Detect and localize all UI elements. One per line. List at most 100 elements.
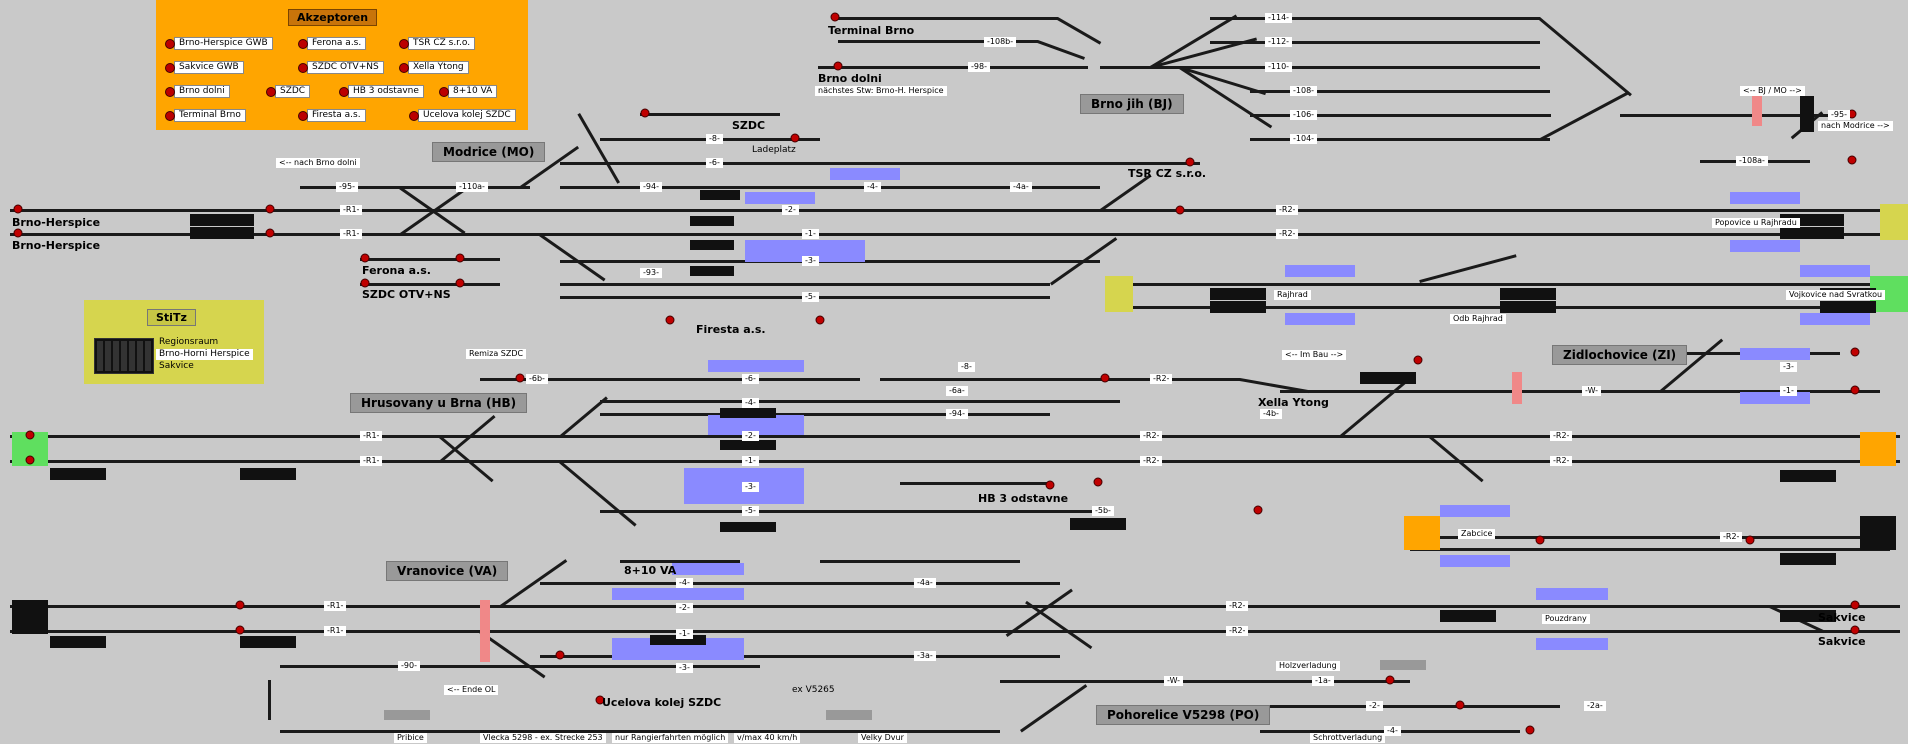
stitz-panel: StiTz Regionsraum Brno-Horni Herspice Sa… [84, 300, 264, 384]
track-label: -6- [742, 374, 759, 384]
place-label: Brno-Herspice [12, 216, 101, 229]
track-label: -R2- [1150, 374, 1173, 384]
stitz-item: Sakvice [159, 361, 194, 371]
track-label: -R1- [340, 205, 363, 215]
track-label: -5b- [1092, 506, 1114, 516]
border-markers [12, 96, 1908, 720]
track-label: -1a- [1312, 676, 1334, 686]
track-label: -R2- [1550, 431, 1573, 441]
track-label: -1- [1780, 386, 1797, 396]
track-label: -110- [1265, 62, 1293, 72]
track-label: -2- [1366, 701, 1383, 711]
track-label: -98- [968, 62, 990, 72]
track-label: -90- [398, 661, 420, 671]
track-label: -2- [676, 603, 693, 613]
track-label: -R2- [1720, 532, 1743, 542]
track-label: -112- [1265, 37, 1293, 47]
track-label: -5- [742, 506, 759, 516]
place-label: TSR CZ s.r.o. [1128, 167, 1207, 180]
akzeptor-item[interactable]: 8+10 VA [438, 85, 498, 98]
track-label: -R1- [360, 431, 383, 441]
akzeptoren-panel: Akzeptoren Brno-Herspice GWB Ferona a.s.… [156, 0, 528, 130]
track-label: -R2- [1226, 601, 1249, 611]
place-label: Schrottverladung [1310, 733, 1386, 743]
akzeptor-item[interactable]: Xella Ytong [399, 61, 469, 74]
station-title[interactable]: Brno jih (BJ) [1080, 94, 1184, 114]
track-label: -94- [946, 409, 968, 419]
akzeptor-item[interactable]: Sakvice GWB [165, 61, 244, 74]
track-label: -4- [676, 578, 693, 588]
track-group-modrice[interactable] [10, 113, 1900, 309]
place-label: HB 3 odstavne [978, 492, 1069, 505]
track-label: -R2- [1226, 626, 1249, 636]
track-label: -R2- [1276, 205, 1299, 215]
track-label: -R1- [324, 601, 347, 611]
akzeptor-item[interactable]: HB 3 odstavne [339, 85, 424, 98]
station-title[interactable]: Pohorelice V5298 (PO) [1096, 705, 1271, 725]
place-label: <-- Ende OL [444, 685, 499, 695]
track-label: -4- [864, 182, 881, 192]
track-label: -R1- [340, 229, 363, 239]
track-label: -3- [676, 663, 693, 673]
stitz-display [94, 338, 154, 374]
track-label: -8- [958, 362, 975, 372]
place-label: SZDC [732, 119, 766, 132]
track-label: -1- [742, 456, 759, 466]
place-label: ex V5265 [792, 685, 835, 695]
track-label: -3- [1780, 362, 1797, 372]
place-label: Sakvice [1818, 611, 1866, 624]
track-label: -2- [782, 205, 799, 215]
track-label: -2a- [1584, 701, 1606, 711]
akzeptor-item[interactable]: Brno-Herspice GWB [165, 37, 273, 50]
place-label: Pribice [394, 733, 427, 743]
track-label: -8- [706, 134, 723, 144]
track-label: -3a- [914, 651, 936, 661]
akzeptor-item[interactable]: Firesta a.s. [298, 109, 366, 122]
track-group-hrusovany[interactable] [10, 338, 1900, 551]
akzeptor-item[interactable]: TSR CZ s.r.o. [398, 37, 476, 50]
track-label: -R2- [1276, 229, 1299, 239]
place-label: Rajhrad [1274, 290, 1311, 300]
station-title[interactable]: Zidlochovice (ZI) [1552, 345, 1688, 365]
track-label: -3- [802, 256, 819, 266]
place-label: Brno dolni [818, 72, 882, 85]
akzeptoren-title: Akzeptoren [288, 9, 378, 26]
note-label: <-- BJ / MO --> [1740, 86, 1805, 96]
akzeptor-item[interactable]: Terminal Brno [165, 109, 246, 122]
place-label: Xella Ytong [1258, 396, 1329, 409]
track-label: -108b- [984, 37, 1017, 47]
track-label: -R2- [1140, 456, 1163, 466]
track-label: -R2- [1550, 456, 1573, 466]
track-group-terminal[interactable] [818, 14, 1850, 163]
track-label: -R1- [324, 626, 347, 636]
place-label: Zabcice [1458, 529, 1496, 539]
track-label: -95- [336, 182, 358, 192]
note-label: nur Rangierfahrten möglich [612, 733, 729, 743]
place-label: Ucelova kolej SZDC [602, 696, 722, 709]
track-label: -1- [802, 229, 819, 239]
track-label: -104- [1290, 134, 1318, 144]
place-label: Brno-Herspice [12, 239, 101, 252]
track-group-vranovice[interactable] [10, 559, 1900, 733]
track-label: -94- [640, 182, 662, 192]
akzeptor-item[interactable]: Ferona a.s. [297, 37, 367, 50]
note-label: nach Modrice --> [1818, 121, 1893, 131]
note-label: v/max 40 km/h [734, 733, 801, 743]
track-label: -1- [676, 629, 693, 639]
akzeptor-item[interactable]: SZDC OTV+NS [298, 61, 384, 74]
track-label: -W- [1164, 676, 1184, 686]
track-label: -110a- [456, 182, 488, 192]
track-label: -108a- [1736, 156, 1768, 166]
signals[interactable] [13, 12, 1860, 735]
occupied-sections [612, 168, 1870, 660]
track-label: -6a- [946, 386, 968, 396]
akzeptor-item[interactable]: Ucelova kolej SZDC [409, 109, 516, 122]
akzeptor-item[interactable]: SZDC [265, 85, 311, 98]
place-label: Remiza SZDC [466, 349, 527, 359]
place-label: Vojkovice nad Svratkou [1786, 290, 1886, 300]
station-title[interactable]: Vranovice (VA) [386, 561, 509, 581]
akzeptor-item[interactable]: Brno dolni [165, 85, 230, 98]
station-title[interactable]: Hrusovany u Brna (HB) [350, 393, 528, 413]
station-title[interactable]: Modrice (MO) [432, 142, 546, 162]
